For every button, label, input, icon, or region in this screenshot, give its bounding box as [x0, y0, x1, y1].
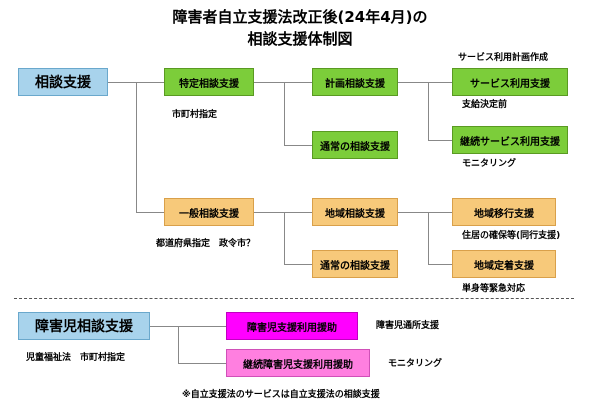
note-monitoring-2: モニタリング: [388, 359, 443, 369]
footnote: ※自立支援法のサービスは自立支援法の相談支援: [182, 390, 380, 400]
connector: [178, 326, 179, 363]
chiiki-ikou-box: 地域移行支援: [452, 198, 556, 226]
connector: [428, 212, 429, 264]
connector: [284, 145, 312, 146]
section-separator: [14, 298, 574, 299]
note-todoufuken: 都道府県指定 政令市？: [156, 239, 256, 249]
connector: [398, 82, 452, 83]
connector: [428, 82, 429, 140]
keizoku-shougaiji-box: 継続障害児支援利用援助: [226, 349, 370, 377]
tsujou-soudan-box-2: 通常の相談支援: [312, 250, 398, 278]
tokutei-soudan-box: 特定相談支援: [164, 68, 254, 96]
shougaiji-riyou-box: 障害児支援利用援助: [226, 312, 358, 340]
note-service-plan: サービス利用計画作成: [458, 53, 549, 63]
connector: [284, 82, 285, 145]
chiiki-soudan-box: 地域相談支援: [312, 198, 398, 226]
keikaku-soudan-box: 計画相談支援: [312, 68, 398, 96]
connector: [136, 212, 164, 213]
connector: [284, 264, 312, 265]
connector: [150, 326, 226, 327]
note-tanshin: 単身等緊急対応: [462, 284, 526, 294]
connector: [254, 82, 312, 83]
service-riyou-box: サービス利用支援: [452, 68, 568, 96]
tsujou-soudan-box-1: 通常の相談支援: [312, 131, 398, 159]
note-jidou-fukushi: 児童福祉法 市町村指定: [26, 353, 126, 363]
shougaiji-soudan-box: 障害児相談支援: [18, 312, 150, 340]
connector: [398, 212, 452, 213]
note-juukyo: 住居の確保等(同行支援): [462, 231, 561, 241]
diagram-title-line1: 障害者自立支援法改正後(24年4月)の: [172, 8, 428, 26]
connector: [284, 212, 285, 264]
note-tsuusho: 障害児通所支援: [376, 321, 440, 331]
soudan-shien-box: 相談支援: [18, 68, 108, 96]
connector: [136, 82, 137, 212]
diagram-title-line2: 相談支援体制図: [247, 30, 353, 48]
keizoku-service-box: 継続サービス利用支援: [452, 126, 568, 154]
connector: [254, 212, 312, 213]
chiiki-teichaku-box: 地域定着支援: [452, 250, 556, 278]
connector: [428, 264, 452, 265]
note-shichouson: 市町村指定: [172, 110, 218, 120]
ippan-soudan-box: 一般相談支援: [164, 198, 254, 226]
note-monitoring-1: モニタリング: [462, 159, 517, 169]
note-shikyuu-kettei: 支給決定前: [462, 100, 508, 110]
connector: [428, 140, 452, 141]
connector: [178, 363, 226, 364]
